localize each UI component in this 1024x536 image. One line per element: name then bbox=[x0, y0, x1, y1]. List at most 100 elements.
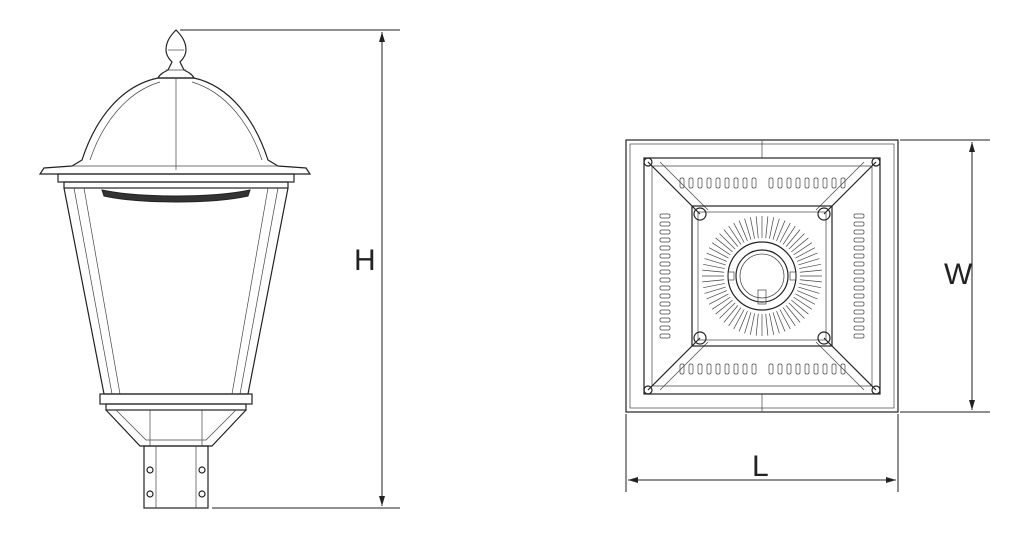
vent-slot bbox=[853, 229, 865, 235]
vent-slot bbox=[659, 293, 671, 299]
fin bbox=[776, 310, 786, 332]
fin bbox=[702, 269, 725, 273]
vent-slot bbox=[697, 363, 703, 375]
fin bbox=[772, 218, 780, 240]
vent-slot bbox=[659, 333, 671, 339]
vent-slot bbox=[853, 285, 865, 291]
vent-slot bbox=[853, 301, 865, 307]
vent-slot bbox=[853, 269, 865, 275]
vent-slot bbox=[733, 363, 739, 375]
fin bbox=[776, 220, 786, 242]
vent-slot bbox=[840, 177, 846, 189]
vent-slot bbox=[804, 363, 810, 375]
fin bbox=[703, 263, 725, 269]
width-dimension: W bbox=[900, 139, 990, 413]
fin bbox=[744, 218, 752, 240]
vent-slot bbox=[659, 245, 671, 251]
vent-slot bbox=[688, 177, 694, 189]
fin bbox=[738, 220, 748, 242]
vent-slot bbox=[822, 363, 828, 375]
fin bbox=[708, 247, 729, 259]
fin bbox=[765, 216, 769, 239]
fin bbox=[799, 263, 821, 269]
fin bbox=[769, 217, 775, 239]
fin bbox=[791, 299, 809, 315]
fin bbox=[749, 217, 755, 239]
vent-slot bbox=[777, 177, 783, 189]
vent-slot bbox=[853, 245, 865, 251]
fin bbox=[782, 225, 796, 245]
vent-slot bbox=[831, 363, 837, 375]
fin bbox=[799, 269, 822, 273]
vent-slot bbox=[715, 363, 721, 375]
vent-slot bbox=[822, 177, 828, 189]
vent-slot bbox=[715, 177, 721, 189]
fin bbox=[702, 279, 725, 283]
fin bbox=[744, 312, 752, 334]
height-dimension: H bbox=[180, 29, 400, 509]
fin bbox=[755, 216, 759, 239]
vent-slot bbox=[853, 221, 865, 227]
height-label: H bbox=[354, 244, 376, 277]
fin bbox=[723, 305, 739, 323]
vent-slot bbox=[853, 333, 865, 339]
vent-slot bbox=[659, 317, 671, 323]
fin bbox=[719, 233, 736, 250]
vent-slot bbox=[659, 301, 671, 307]
fin bbox=[715, 299, 733, 315]
fin bbox=[779, 309, 791, 330]
vent-slot bbox=[697, 177, 703, 189]
vent-slot bbox=[853, 325, 865, 331]
length-label: L bbox=[752, 450, 769, 483]
fin bbox=[728, 225, 742, 245]
vent-slot bbox=[853, 237, 865, 243]
fin bbox=[799, 283, 821, 289]
fin bbox=[799, 279, 822, 283]
fin bbox=[791, 237, 809, 253]
vent-slot bbox=[777, 363, 783, 375]
vent-slot bbox=[659, 309, 671, 315]
dome-roof bbox=[38, 77, 312, 175]
vent-slot bbox=[659, 213, 671, 219]
vent-slot bbox=[853, 277, 865, 283]
vent-slot bbox=[659, 269, 671, 275]
vent-slot bbox=[659, 277, 671, 283]
top-ring bbox=[57, 173, 295, 189]
fin bbox=[728, 307, 742, 327]
fin bbox=[779, 222, 791, 243]
fin bbox=[782, 307, 796, 327]
vent-slot bbox=[853, 261, 865, 267]
pole-adapter bbox=[143, 445, 209, 509]
vent-slot bbox=[706, 177, 712, 189]
vent-slot bbox=[795, 177, 801, 189]
fin bbox=[704, 286, 726, 294]
fin bbox=[711, 296, 731, 310]
fin bbox=[796, 290, 818, 300]
vent-slot bbox=[659, 221, 671, 227]
vent-slot bbox=[679, 177, 685, 189]
vent-slot bbox=[786, 177, 792, 189]
lantern-top-view bbox=[625, 139, 899, 413]
width-label: W bbox=[944, 258, 973, 291]
fin bbox=[738, 310, 748, 332]
fin bbox=[755, 313, 759, 336]
vent-slot bbox=[679, 363, 685, 375]
lantern-front-view bbox=[38, 29, 312, 509]
vent-slot bbox=[768, 363, 774, 375]
vent-slot bbox=[853, 317, 865, 323]
vent-slots bbox=[659, 177, 865, 375]
vent-slot bbox=[724, 177, 730, 189]
fin bbox=[733, 309, 745, 330]
fin bbox=[785, 305, 801, 323]
vent-slot bbox=[659, 229, 671, 235]
led-module bbox=[101, 189, 251, 203]
vent-slot bbox=[659, 261, 671, 267]
fin bbox=[749, 313, 755, 335]
vent-slot bbox=[751, 177, 757, 189]
fin bbox=[723, 229, 739, 247]
length-dimension: L bbox=[625, 414, 899, 492]
vent-slot bbox=[853, 309, 865, 315]
fin bbox=[795, 293, 816, 305]
fin bbox=[793, 296, 813, 310]
fin bbox=[765, 313, 769, 336]
